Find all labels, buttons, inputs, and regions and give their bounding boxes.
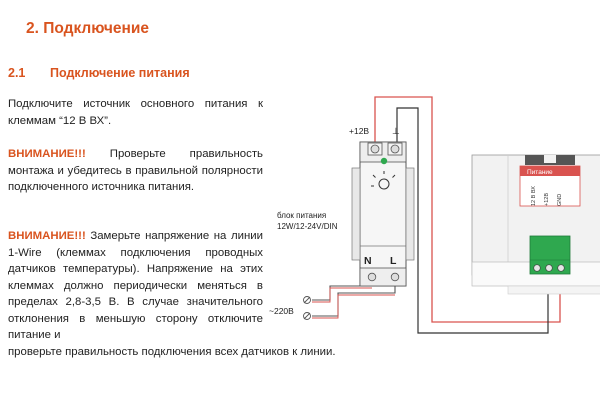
terminal-screw-icon <box>533 264 565 272</box>
paragraph-warning-polarity: ВНИМАНИЕ!!! Проверьте правильность монта… <box>8 146 263 196</box>
power-led-icon <box>380 157 388 165</box>
mains-terminal-icon <box>303 296 311 320</box>
warning-label: ВНИМАНИЕ!!! <box>8 148 86 160</box>
psu-bottom-screw-icon <box>367 272 400 282</box>
subsection-number: 2.1 <box>8 66 26 80</box>
voltage-adjust-icon <box>371 171 396 190</box>
ground-wire <box>396 107 549 334</box>
terminal-label: 12 В ВХ <box>531 186 537 206</box>
ground-symbol-label: ⊥ <box>392 126 400 136</box>
paragraph-connect-power: Подключите источник основного питания к … <box>8 96 263 129</box>
terminal-l-label: L <box>390 255 397 267</box>
device-terminal-labels: 12 В ВХ +12В GND <box>531 186 563 206</box>
psu-top-screw-icon <box>367 142 403 156</box>
paragraph-text: проверьте правильность подключения всех … <box>8 346 336 358</box>
mains-wire <box>312 287 395 319</box>
plus12-label: +12В <box>349 126 369 136</box>
warning-label: ВНИМАНИЕ!!! <box>8 230 86 242</box>
paragraph-warning-voltage: ВНИМАНИЕ!!! Замерьте напряжение на линии… <box>8 228 263 344</box>
paragraph-text: Проверьте правильность монтажа и убедите… <box>8 148 263 193</box>
mains-label: ~220В <box>269 306 294 316</box>
terminal-label: GND <box>557 194 563 206</box>
terminal-n-label: N <box>364 255 372 267</box>
psu-model-label: 12W/12-24V/DIN <box>277 222 338 231</box>
subsection-title: Подключение питания <box>50 66 190 80</box>
power-supply-unit <box>351 141 415 287</box>
paragraph-text: Подключите источник основного питания к … <box>8 98 263 127</box>
psu-label: блок питания <box>277 211 326 220</box>
terminal-label: +12В <box>544 193 550 206</box>
section-title: 2. Подключение <box>26 20 150 37</box>
red-wire <box>374 96 561 323</box>
device-power-header: Питание <box>527 169 553 176</box>
paragraph-tail: проверьте правильность подключения всех … <box>8 344 388 361</box>
paragraph-text: Замерьте напряжение на линии 1-Wire (кле… <box>8 230 263 341</box>
